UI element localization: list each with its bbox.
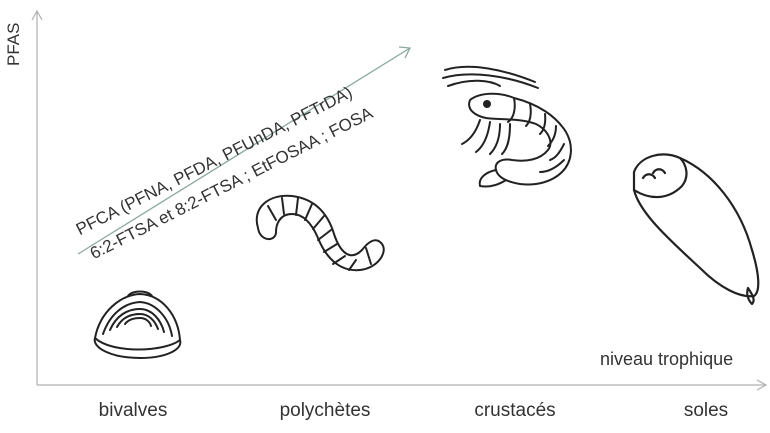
- x-axis-label: niveau trophique: [600, 349, 733, 370]
- clam-shell-icon: [95, 292, 181, 359]
- category-label-crustaceans: crustacés: [474, 400, 555, 422]
- shrimp-icon: [443, 67, 571, 187]
- category-label-polychaetes: polychètes: [280, 400, 371, 422]
- sole-fish-icon: [634, 154, 758, 304]
- worm-icon: [257, 196, 384, 270]
- category-label-bivalves: bivalves: [99, 400, 168, 422]
- y-axis-label: PFAS: [4, 23, 24, 66]
- category-label-soles: soles: [684, 400, 728, 422]
